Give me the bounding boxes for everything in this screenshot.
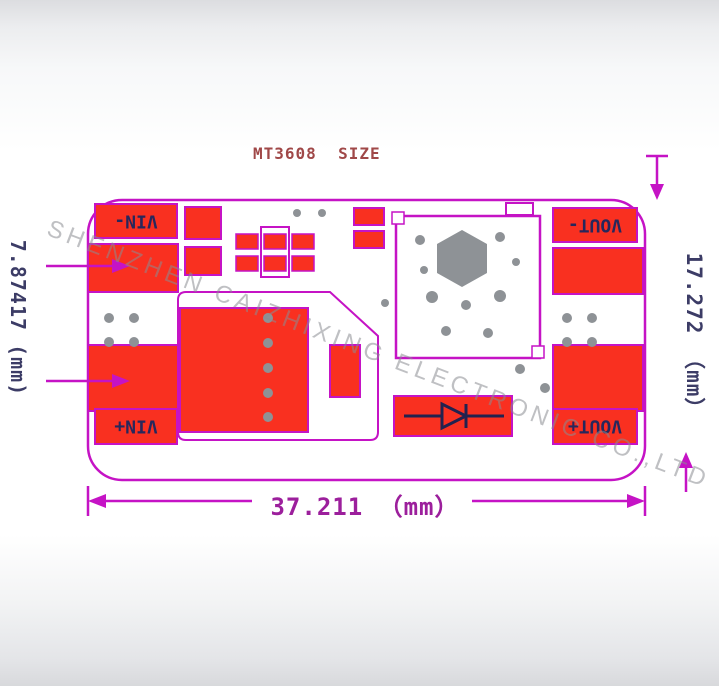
arrow-right-icon — [112, 374, 130, 388]
dimension-arrowheads — [88, 184, 693, 508]
pad-vin-plus — [87, 344, 179, 412]
pad-label-vin-plus: VIN+ — [114, 416, 158, 437]
diode-symbol-icon — [404, 401, 504, 431]
pad-label-vout-plus: VOUT+ — [568, 416, 622, 437]
arrow-right-icon — [112, 259, 130, 273]
dimension-bottom-text: 37.211 （mm） — [270, 493, 460, 521]
pad — [263, 233, 287, 250]
pad — [235, 255, 259, 272]
arrow-right-icon — [627, 494, 645, 508]
pad — [263, 255, 287, 272]
small-pad — [184, 206, 222, 240]
board-top-tab — [505, 202, 534, 216]
small-pad — [353, 230, 385, 249]
component-outline — [260, 226, 290, 278]
pad — [291, 233, 315, 250]
arrow-left-icon — [88, 494, 106, 508]
small-component-pads — [184, 206, 385, 276]
diode-footprint — [393, 395, 513, 437]
corner-notch — [391, 211, 405, 225]
pad-vout-minus — [552, 247, 644, 295]
arrow-up-icon — [679, 452, 693, 468]
pad-vout-plus-label-area — [552, 408, 638, 445]
pad-vout-minus-label-area — [552, 207, 638, 243]
side-pad — [329, 344, 361, 398]
small-pad — [184, 246, 222, 276]
ic-outline — [177, 291, 379, 441]
ic-footprint — [177, 291, 379, 441]
diagram-title: MT3608 SIZE — [253, 144, 381, 163]
ic-thermal-pad — [179, 307, 309, 433]
pad-vin-minus-label-area — [94, 203, 178, 239]
small-pad — [353, 207, 385, 226]
arrow-down-icon — [650, 184, 664, 200]
dimension-right-text: 17.272 （mm） — [682, 253, 706, 420]
pad — [291, 255, 315, 272]
pad-vout-plus — [552, 344, 644, 412]
corner-notch — [531, 345, 545, 359]
pad — [235, 233, 259, 250]
pad-label-vin-minus: VIN- — [114, 211, 157, 232]
vout-pads: VOUT- VOUT+ — [552, 207, 644, 445]
pad-label-vout-minus: VOUT- — [568, 215, 622, 236]
via-dots — [104, 209, 597, 422]
pad-vin-minus — [87, 243, 179, 293]
hexagon-via-marker — [437, 230, 487, 287]
inductor-footprint — [391, 211, 545, 360]
passive-component-cluster — [235, 226, 315, 278]
dimension-left-text: 7.87417 (mm) — [6, 240, 30, 397]
dimension-lines — [46, 154, 688, 516]
